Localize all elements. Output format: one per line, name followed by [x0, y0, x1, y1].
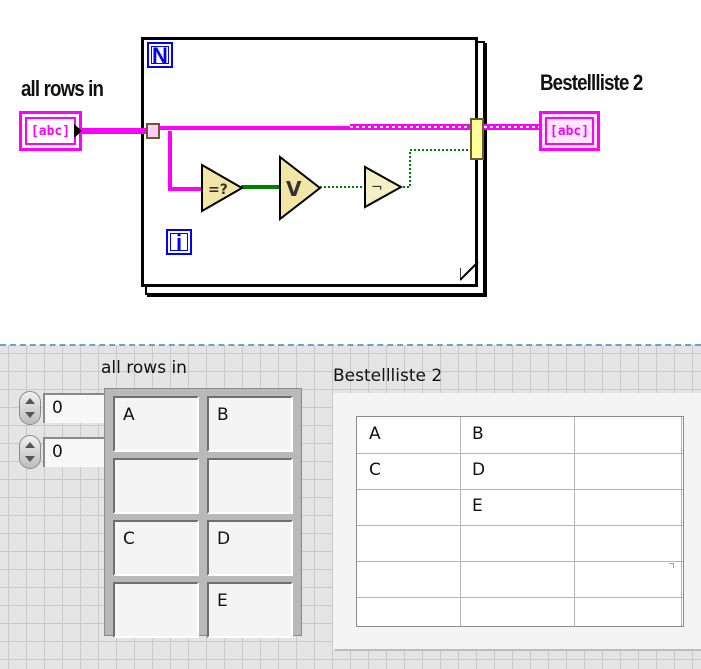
array-cell-value: B: [217, 405, 229, 425]
table-cell[interactable]: C: [369, 460, 381, 480]
table-resize-marker-icon: [669, 563, 674, 568]
column-index-control[interactable]: 0: [19, 435, 111, 469]
svg-text:=?: =?: [208, 182, 228, 198]
output-table[interactable]: A B C D E: [356, 416, 684, 627]
array-cell-value: D: [217, 529, 231, 549]
array-cell-value: A: [123, 405, 135, 425]
string-array-glyph: [abc]: [545, 117, 594, 145]
table-cell[interactable]: D: [472, 460, 486, 480]
column-index-stepper[interactable]: [19, 435, 41, 469]
loop-resize-corner-icon[interactable]: [460, 260, 480, 282]
equal-empty-string-icon[interactable]: =?: [200, 163, 244, 213]
svg-text:¬: ¬: [371, 180, 383, 196]
loop-count-glyph: N: [152, 43, 168, 68]
wires: [82, 124, 545, 191]
input-string-array-terminal[interactable]: [abc]: [19, 111, 82, 151]
input-tunnel[interactable]: [146, 123, 160, 139]
array-cell[interactable]: [207, 458, 293, 514]
panel-divider: [0, 344, 701, 346]
terminal-arrow-icon: [74, 124, 82, 138]
output-table-label: Bestellliste 2: [333, 366, 443, 386]
array-cell[interactable]: A: [113, 396, 199, 452]
loop-count-icon[interactable]: N: [147, 42, 173, 68]
array-cell-value: E: [217, 591, 228, 611]
table-cell[interactable]: B: [472, 424, 484, 444]
array-cell[interactable]: [113, 582, 199, 638]
array-cell[interactable]: B: [207, 396, 293, 452]
array-cell[interactable]: D: [207, 520, 293, 576]
array-cell[interactable]: C: [113, 520, 199, 576]
row-index-stepper[interactable]: [19, 391, 41, 425]
output-terminal-label: Bestellliste 2: [540, 70, 643, 95]
not-icon[interactable]: ¬: [363, 165, 403, 209]
for-loop[interactable]: [141, 37, 478, 287]
array-cell-value: C: [123, 529, 135, 549]
or-array-elements-icon[interactable]: V: [278, 155, 322, 221]
loop-iteration-glyph: i: [175, 230, 183, 255]
column-index-field[interactable]: 0: [43, 437, 109, 467]
conditional-output-tunnel[interactable]: [470, 118, 484, 160]
output-string-array-terminal[interactable]: [abc]: [539, 111, 600, 151]
table-cell[interactable]: E: [472, 496, 483, 516]
array-cell[interactable]: E: [207, 582, 293, 638]
svg-text:V: V: [286, 177, 302, 201]
table-cell[interactable]: A: [369, 424, 381, 444]
input-terminal-label: all rows in: [21, 76, 104, 101]
row-index-control[interactable]: 0: [19, 391, 111, 425]
row-index-field[interactable]: 0: [43, 393, 109, 423]
input-array-label: all rows in: [101, 358, 187, 378]
loop-iteration-icon[interactable]: i: [166, 229, 192, 255]
array-cell[interactable]: [113, 458, 199, 514]
